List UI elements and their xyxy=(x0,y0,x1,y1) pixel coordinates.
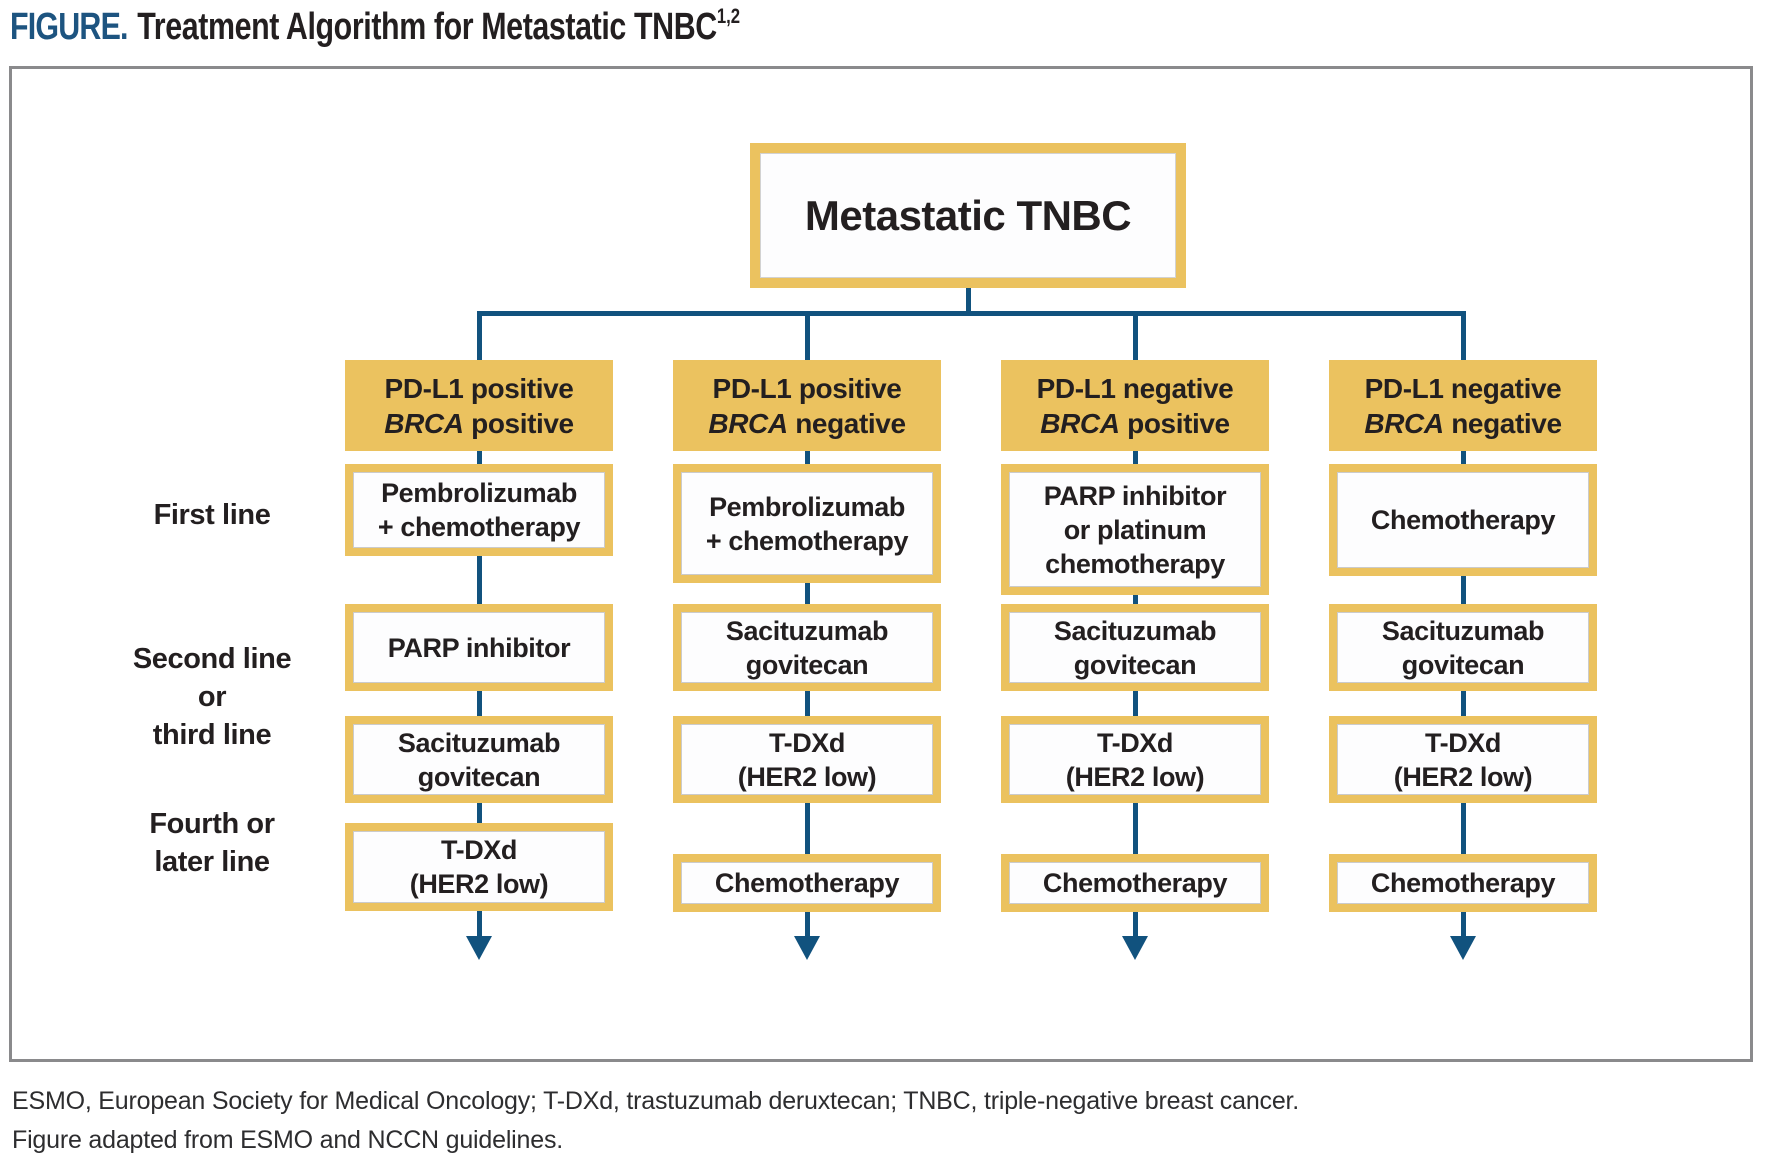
col3-second-line-box: Sacituzumab govitecan xyxy=(1001,604,1269,691)
box-text-line: T-DXd xyxy=(769,727,845,758)
box-text-line: govitecan xyxy=(745,649,869,680)
box-text-line: Chemotherapy xyxy=(1370,868,1556,898)
gene-name: BRCA xyxy=(1364,407,1444,439)
footnote-abbreviations: ESMO, European Society for Medical Oncol… xyxy=(12,1087,1300,1115)
box-text-line: T-DXd xyxy=(1097,727,1173,758)
gene-name: BRCA xyxy=(384,407,464,439)
root-node-metastatic-tnbc: Metastatic TNBC xyxy=(750,143,1186,288)
header-line: PD-L1 negative xyxy=(1036,372,1234,404)
box-text-line: (HER2 low) xyxy=(1065,761,1205,792)
col3-third-line-box: T-DXd (HER2 low) xyxy=(1001,716,1269,803)
header-line: PD-L1 negative xyxy=(1364,372,1562,404)
box-text-line: or platinum xyxy=(1063,514,1207,545)
box-text-line: (HER2 low) xyxy=(1393,761,1533,792)
figure-title: FIGURE.Treatment Algorithm for Metastati… xyxy=(10,5,741,49)
col1-fourth-line-box: T-DXd (HER2 low) xyxy=(345,823,613,911)
gene-name: BRCA xyxy=(1040,407,1120,439)
figure-title-text: Treatment Algorithm for Metastatic TNBC xyxy=(137,6,717,48)
box-text-line: govitecan xyxy=(1073,649,1197,680)
footnote-adapted-from: Figure adapted from ESMO and NCCN guidel… xyxy=(12,1126,563,1154)
box-text-line: Chemotherapy xyxy=(1370,505,1556,535)
figure-label: FIGURE. xyxy=(10,6,129,48)
col1-first-line-box: Pembrolizumab + chemotherapy xyxy=(345,464,613,556)
root-node-label: Metastatic TNBC xyxy=(804,191,1132,239)
col2-fourth-line-box: Chemotherapy xyxy=(673,854,941,912)
row-label-line: Fourth or xyxy=(149,808,275,840)
col3-fourth-line-box: Chemotherapy xyxy=(1001,854,1269,912)
gene-status: positive xyxy=(471,407,574,439)
box-text-line: Sacituzumab xyxy=(1381,615,1545,646)
col4-second-line-box: Sacituzumab govitecan xyxy=(1329,604,1597,691)
box-text-line: Sacituzumab xyxy=(397,727,561,758)
row-label-line: later line xyxy=(154,846,270,878)
figure-footnote: ESMO, European Society for Medical Oncol… xyxy=(12,1082,1299,1160)
box-text-line: govitecan xyxy=(1401,649,1525,680)
box-text-line: chemotherapy xyxy=(1045,548,1225,579)
box-text-line: T-DXd xyxy=(1425,727,1501,758)
down-arrow-icon xyxy=(1122,936,1148,960)
box-text-line: (HER2 low) xyxy=(737,761,877,792)
row-label-line: First line xyxy=(153,499,271,531)
row-label-line: or xyxy=(197,681,227,713)
col1-third-line-box: Sacituzumab govitecan xyxy=(345,716,613,803)
col4-fourth-line-box: Chemotherapy xyxy=(1329,854,1597,912)
box-text-line: Chemotherapy xyxy=(714,868,900,898)
row-label-first-line: First line xyxy=(67,496,357,534)
col2-first-line-box: Pembrolizumab + chemotherapy xyxy=(673,464,941,583)
header-line: PD-L1 positive xyxy=(384,372,574,404)
box-text-line: govitecan xyxy=(417,761,541,792)
figure-title-superscript: 1,2 xyxy=(716,5,741,29)
box-text-line: PARP inhibitor xyxy=(387,632,571,663)
down-arrow-icon xyxy=(794,936,820,960)
down-arrow-icon xyxy=(1450,936,1476,960)
col4-third-line-box: T-DXd (HER2 low) xyxy=(1329,716,1597,803)
col4-first-line-box: Chemotherapy xyxy=(1329,464,1597,576)
gene-status: positive xyxy=(1127,407,1230,439)
horizontal-connector xyxy=(476,311,1466,316)
box-text-line: + chemotherapy xyxy=(705,525,909,556)
row-label-second-or-third-line: Second line or third line xyxy=(67,640,357,754)
root-stub-connector xyxy=(965,288,971,311)
gene-status: negative xyxy=(795,407,906,439)
col2-third-line-box: T-DXd (HER2 low) xyxy=(673,716,941,803)
box-text-line: PARP inhibitor xyxy=(1043,480,1227,511)
box-text-line: + chemotherapy xyxy=(377,512,581,542)
gene-name: BRCA xyxy=(708,407,788,439)
col1-second-line-box: PARP inhibitor xyxy=(345,604,613,691)
box-text-line: Sacituzumab xyxy=(1053,615,1217,646)
col2-second-line-box: Sacituzumab govitecan xyxy=(673,604,941,691)
header-line: PD-L1 positive xyxy=(712,372,902,404)
row-label-line: Second line xyxy=(132,643,292,675)
gene-status: negative xyxy=(1451,407,1562,439)
down-arrow-icon xyxy=(466,936,492,960)
box-text-line: (HER2 low) xyxy=(409,869,549,899)
row-label-fourth-or-later-line: Fourth or later line xyxy=(67,805,357,881)
col3-first-line-box: PARP inhibitor or platinum chemotherapy xyxy=(1001,464,1269,595)
box-text-line: Pembrolizumab xyxy=(709,491,905,522)
box-text-line: Pembrolizumab xyxy=(381,478,577,508)
box-text-line: Chemotherapy xyxy=(1042,868,1228,898)
row-label-line: third line xyxy=(152,719,272,751)
box-text-line: T-DXd xyxy=(441,835,517,865)
box-text-line: Sacituzumab xyxy=(725,615,889,646)
